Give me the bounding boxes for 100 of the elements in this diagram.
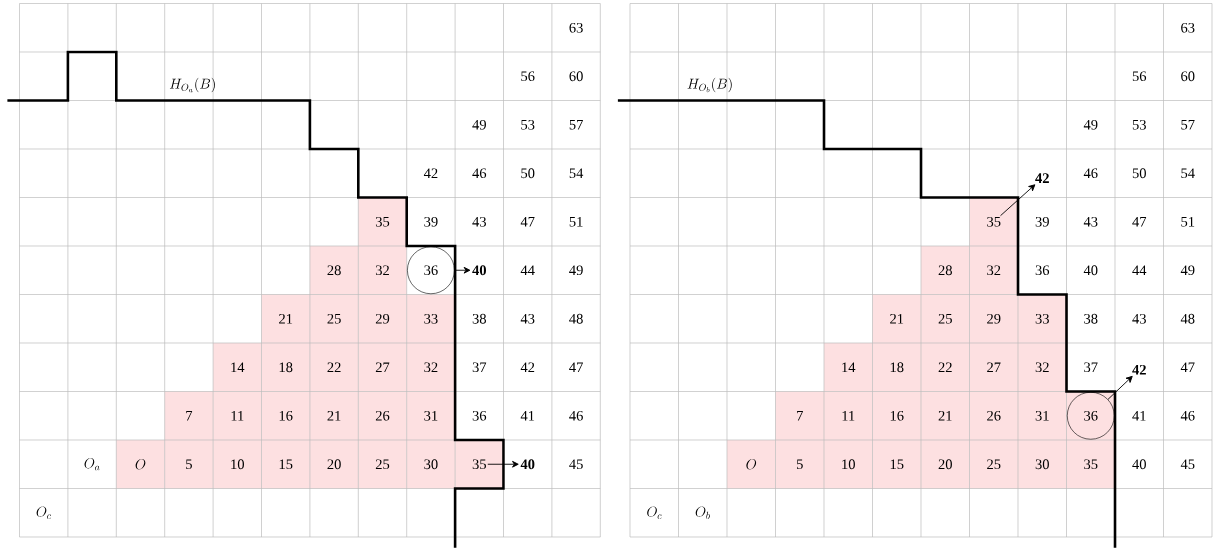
cell-number: 32 bbox=[987, 265, 1001, 276]
cell-number: 47 bbox=[520, 216, 535, 227]
cell-label: $O_b$ bbox=[695, 506, 710, 519]
cell-number: 60 bbox=[569, 71, 583, 82]
cell-number: 10 bbox=[231, 459, 244, 470]
cell-number: 22 bbox=[938, 362, 952, 373]
cell-number: 49 bbox=[1083, 119, 1098, 130]
cell-number: 51 bbox=[1181, 216, 1195, 227]
cell-number: 46 bbox=[1180, 410, 1195, 421]
cell-number: 53 bbox=[521, 119, 535, 130]
cell-number: 7 bbox=[186, 411, 193, 421]
cell-number: 39 bbox=[1035, 216, 1049, 227]
cell-number: 35 bbox=[1084, 459, 1098, 470]
cell-number: 27 bbox=[375, 362, 390, 373]
cell-label: $O$ bbox=[135, 459, 146, 470]
cell-number: 18 bbox=[279, 362, 293, 373]
cell-number: 32 bbox=[424, 362, 438, 373]
cell-number: 54 bbox=[1181, 168, 1195, 179]
cell-number: 28 bbox=[938, 265, 952, 276]
cell-number: 44 bbox=[520, 265, 535, 275]
cell-number: 49 bbox=[472, 119, 486, 130]
cell-number: 40 bbox=[472, 265, 486, 276]
cell-number: 40 bbox=[520, 459, 535, 470]
cell-number: 53 bbox=[1132, 119, 1146, 130]
cell-number: 21 bbox=[938, 410, 952, 421]
cell-number: 14 bbox=[842, 362, 856, 373]
cell-label: $O_c$ bbox=[647, 506, 662, 519]
cell-number: 42 bbox=[520, 362, 535, 373]
cell-number: 11 bbox=[842, 410, 855, 421]
cell-number: 20 bbox=[938, 459, 952, 470]
region-label: $H_{O_b}(B)$ bbox=[687, 77, 732, 93]
cell-number: 37 bbox=[472, 362, 487, 373]
cell-number: 31 bbox=[1035, 410, 1049, 421]
cell-number: 7 bbox=[797, 411, 803, 421]
cell-number: 54 bbox=[569, 168, 584, 179]
cell-number: 11 bbox=[231, 410, 244, 421]
cell-number: 63 bbox=[1181, 22, 1195, 33]
cell-number: 43 bbox=[1083, 216, 1098, 227]
cell-number: 15 bbox=[279, 459, 293, 470]
cell-number: 22 bbox=[327, 362, 341, 373]
cell-number: 49 bbox=[569, 265, 583, 276]
cell-number: 50 bbox=[521, 168, 535, 179]
arrow bbox=[454, 266, 471, 274]
cell-label: $O$ bbox=[746, 459, 757, 470]
cell-label: $O_a$ bbox=[84, 457, 100, 471]
cell-number: 45 bbox=[1180, 459, 1195, 470]
cell-number: 43 bbox=[472, 216, 486, 227]
cell-number: 25 bbox=[375, 459, 390, 470]
cell-number: 18 bbox=[890, 362, 904, 373]
cell-number: 5 bbox=[186, 459, 192, 470]
cell-number: 5 bbox=[797, 459, 803, 470]
arrow bbox=[487, 460, 519, 468]
cell-number: 38 bbox=[472, 313, 486, 324]
cell-number: 39 bbox=[424, 216, 438, 227]
cell-number: 48 bbox=[1180, 313, 1195, 324]
arrow bbox=[1000, 184, 1036, 217]
cell-number: 21 bbox=[327, 410, 341, 421]
cell-number: 42 bbox=[423, 168, 438, 179]
cell-number: 21 bbox=[890, 313, 904, 324]
cell-number: 25 bbox=[987, 459, 1001, 470]
cell-number: 31 bbox=[424, 410, 438, 421]
cell-number: 27 bbox=[987, 362, 1001, 373]
cell-number: 60 bbox=[1181, 71, 1195, 82]
cell-number: 20 bbox=[327, 459, 341, 470]
cell-number: 36 bbox=[1035, 265, 1050, 276]
cell-number: 42 bbox=[1035, 173, 1049, 183]
cell-number: 33 bbox=[1035, 313, 1049, 324]
cell-number: 63 bbox=[569, 22, 583, 33]
cell-number: 16 bbox=[890, 410, 904, 421]
cell-number: 50 bbox=[1132, 168, 1146, 179]
cell-number: 28 bbox=[327, 265, 341, 276]
cell-number: 51 bbox=[569, 216, 583, 227]
cell-number: 47 bbox=[1180, 362, 1195, 372]
cell-number: 41 bbox=[1132, 410, 1146, 421]
circled-number: 36 bbox=[407, 246, 455, 295]
cell-number: 46 bbox=[1083, 168, 1098, 179]
arrow bbox=[1107, 375, 1133, 400]
cell-number: 43 bbox=[520, 313, 535, 324]
cell-number: 43 bbox=[1132, 313, 1146, 324]
cell-number: 46 bbox=[472, 168, 487, 179]
cell-number: 26 bbox=[375, 410, 390, 421]
cell-number: 46 bbox=[569, 410, 583, 421]
cell-number: 14 bbox=[231, 362, 245, 373]
cell-number: 30 bbox=[1035, 459, 1049, 470]
cell-number: 25 bbox=[327, 313, 341, 324]
cell-number: 25 bbox=[938, 313, 952, 324]
cell-number: 21 bbox=[279, 313, 293, 324]
cell-number: 47 bbox=[569, 362, 583, 372]
cell-number: 48 bbox=[569, 313, 583, 324]
cell-label: $O_c$ bbox=[36, 506, 51, 519]
cell-number: 10 bbox=[842, 459, 855, 470]
cell-number: 42 bbox=[1132, 364, 1146, 375]
cell-number: 35 bbox=[375, 216, 390, 227]
cell-number: 26 bbox=[987, 410, 1001, 421]
cell-number: 32 bbox=[375, 265, 389, 276]
cell-number: 56 bbox=[521, 71, 535, 82]
cell-number: 33 bbox=[424, 313, 438, 324]
cell-number: 56 bbox=[1132, 71, 1147, 82]
cell-number: 30 bbox=[424, 459, 438, 470]
cell-number: 41 bbox=[520, 410, 535, 421]
